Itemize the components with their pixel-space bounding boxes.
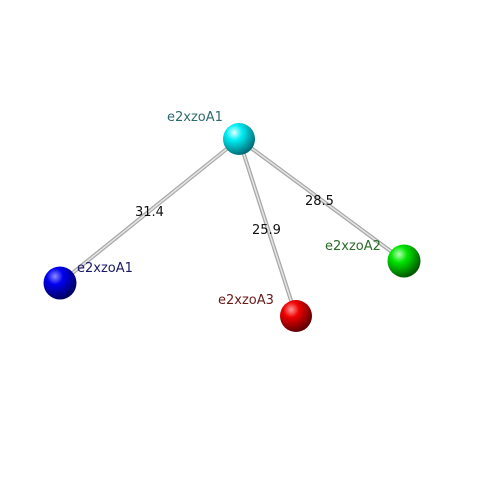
node-red-label: e2xzoA3 <box>218 293 274 308</box>
edge-center-green <box>237 137 406 263</box>
edge-center-blue <box>58 137 241 285</box>
edge-center-blue-label: 31.4 <box>135 205 164 220</box>
node-blue-label: e2xzoA1 <box>77 261 133 276</box>
node-center-label: e2xzoA1 <box>167 110 223 125</box>
node-green-sphere[interactable] <box>387 244 421 278</box>
node-green-label: e2xzoA2 <box>325 239 381 254</box>
node-center-sphere[interactable] <box>223 123 255 155</box>
node-blue-sphere[interactable] <box>43 266 77 300</box>
node-red-sphere[interactable] <box>280 300 312 332</box>
edge-center-red-label: 25.9 <box>252 223 281 238</box>
edge-center-red <box>237 137 298 318</box>
edge-center-green-label: 28.5 <box>305 194 334 209</box>
